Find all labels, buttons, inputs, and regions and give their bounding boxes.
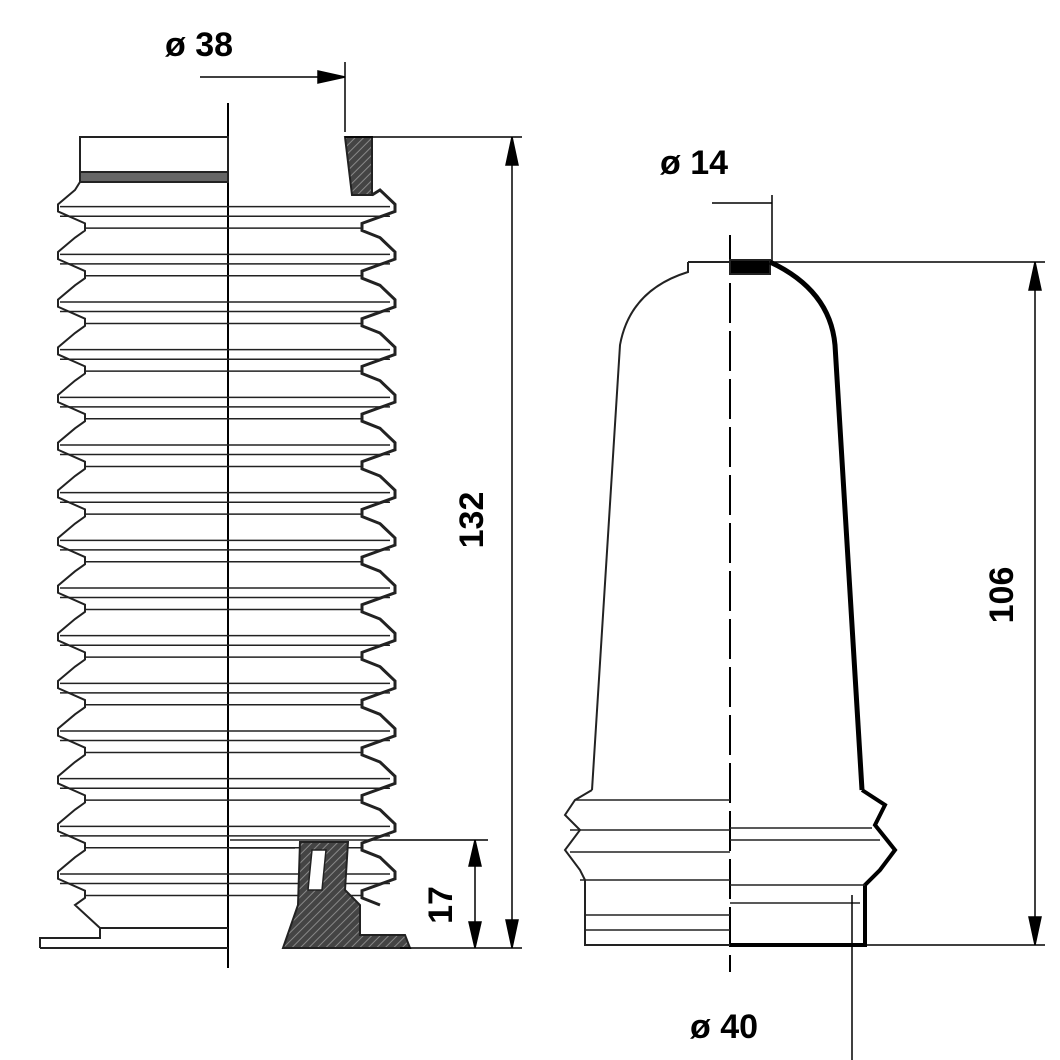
boot-small [563,235,898,972]
bottom-collar-section [281,841,412,949]
dimension-lines-right [712,195,1045,1060]
dimension-lines-left [200,62,522,949]
height-17-label: 17 [422,886,460,924]
boot-left-bellows [563,789,730,946]
top-collar-section [343,136,373,196]
diameter-14-label: ø 14 [660,144,728,182]
diameter-38-label: ø 38 [165,26,233,64]
boot-right-bellows [730,788,898,947]
top-collar-groove [79,171,229,183]
bellows-ribs [60,205,390,897]
bottom-flange [39,927,228,948]
diameter-40-label: ø 40 [690,1008,758,1046]
boot-left-outline [591,261,730,791]
steering-bellows-large [39,103,412,968]
boot-right-outline [768,259,865,791]
height-132-label: 132 [453,492,491,549]
bellows-left-outline [57,181,228,929]
boot-top-seal [729,259,771,275]
height-106-label: 106 [983,567,1021,624]
top-collar [79,136,229,173]
boot-ribs [570,799,880,931]
bellows-right-outline [360,188,397,907]
